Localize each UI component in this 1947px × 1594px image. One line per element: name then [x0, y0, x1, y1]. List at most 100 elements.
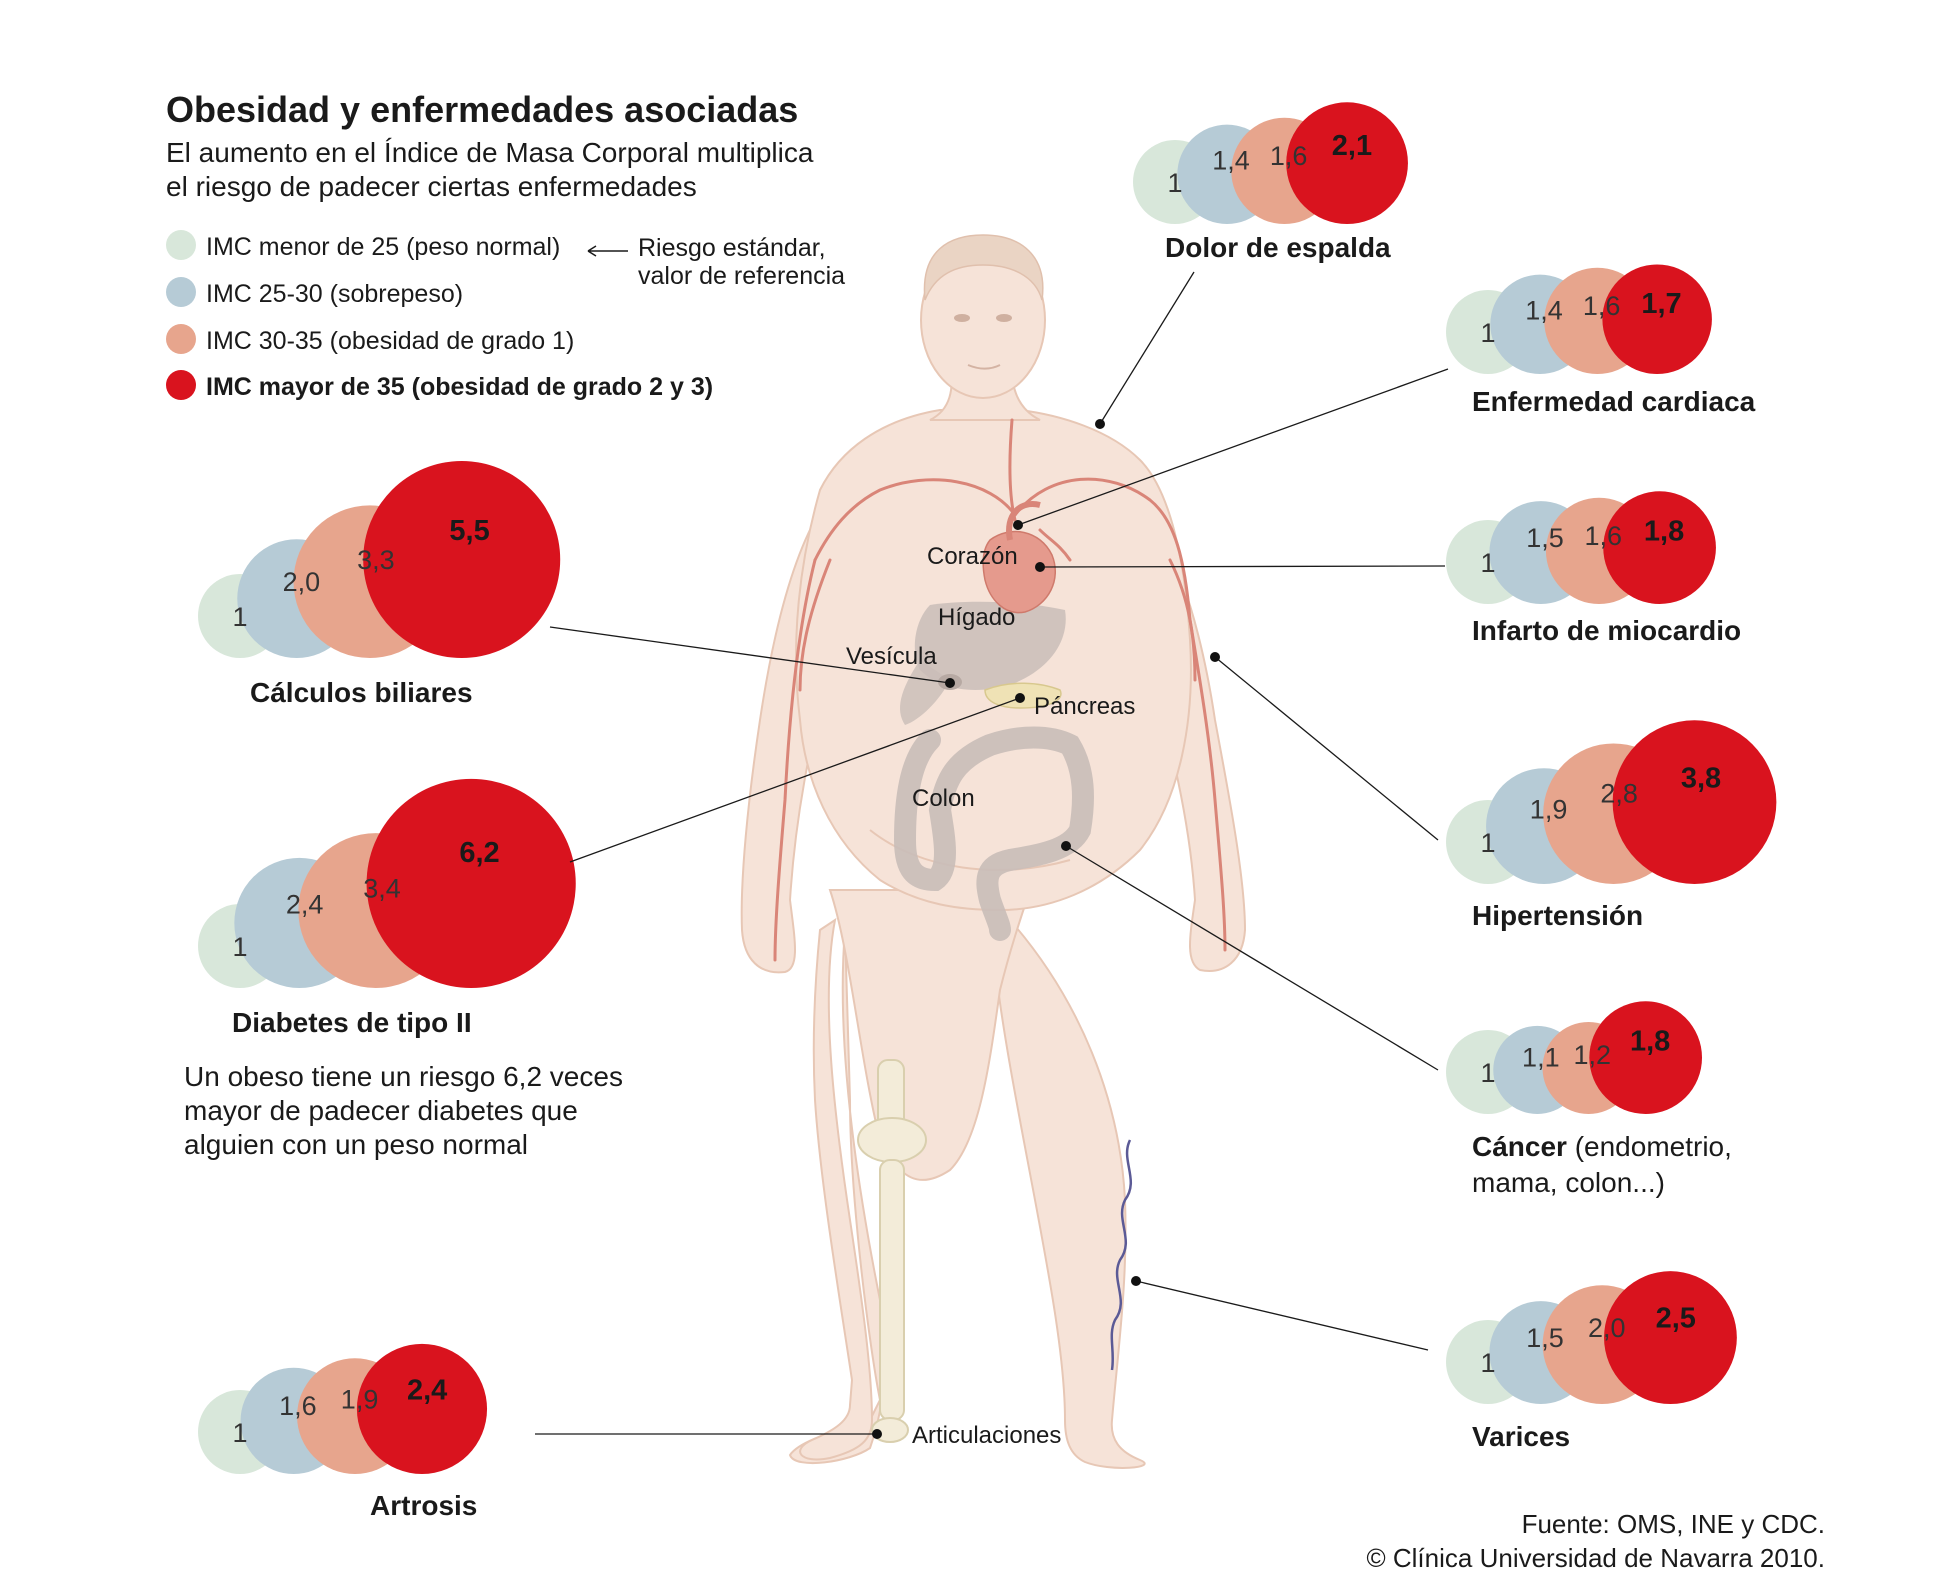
leader-dot-varices — [1131, 1276, 1141, 1286]
bubble-varices-obese23 — [1604, 1271, 1737, 1404]
reference-note-line-1: Riesgo estándar, — [638, 234, 826, 262]
legend-item-overweight: IMC 25-30 (sobrepeso) — [166, 277, 463, 308]
disease-label-hipertension: Hipertensión — [1472, 900, 1643, 931]
bubble-calculos-biliares-obese23 — [363, 461, 561, 658]
bubble-group-enfermedad-cardiaca: 1 1,4 1,6 1,7 — [1446, 264, 1712, 375]
leader-dot-diabetes-tipo-ii — [1015, 693, 1025, 703]
subtitle-line-2: el riesgo de padecer ciertas enfermedade… — [166, 171, 697, 202]
bubble-value-enfermedad-cardiaca-normal: 1 — [1480, 318, 1495, 348]
legend-swatch-obese-1 — [166, 324, 196, 354]
bubble-value-varices-obese1: 2,0 — [1588, 1313, 1626, 1343]
bubble-value-varices-normal: 1 — [1480, 1348, 1495, 1378]
bubble-value-infarto-de-miocardio-overweight: 1,5 — [1526, 523, 1564, 553]
bubble-group-varices: 1 1,5 2,0 2,5 — [1446, 1271, 1737, 1404]
bubble-cancer-obese23 — [1589, 1001, 1703, 1114]
disease-label-dolor-de-espalda: Dolor de espalda — [1165, 232, 1391, 263]
disease-label-enfermedad-cardiaca: Enfermedad cardiaca — [1472, 386, 1756, 417]
leader-dolor-de-espalda — [1099, 271, 1195, 425]
disease-label-diabetes-tipo-ii: Diabetes de tipo II — [232, 1007, 472, 1038]
bubble-value-dolor-de-espalda-obese1: 1,6 — [1270, 141, 1308, 171]
leader-infarto-de-miocardio — [1039, 565, 1446, 568]
reference-arrow — [587, 245, 628, 257]
bubble-value-diabetes-tipo-ii-obese23: 6,2 — [459, 837, 499, 869]
bubble-value-artrosis-obese23: 2,4 — [407, 1374, 447, 1406]
bubble-value-diabetes-tipo-ii-obese1: 3,4 — [363, 873, 401, 903]
leader-lines — [535, 271, 1449, 1439]
liver — [914, 601, 1066, 690]
bubble-value-infarto-de-miocardio-obese1: 1,6 — [1585, 521, 1623, 551]
disease-label-infarto-de-miocardio: Infarto de miocardio — [1472, 615, 1741, 646]
leader-dot-artrosis — [872, 1429, 882, 1439]
cancer-name: Cáncer — [1472, 1131, 1567, 1162]
bubble-value-infarto-de-miocardio-normal: 1 — [1480, 548, 1495, 578]
leader-diabetes-tipo-ii — [569, 697, 1021, 863]
leader-dot-cancer — [1061, 841, 1071, 851]
bubble-value-calculos-biliares-obese23: 5,5 — [449, 515, 489, 547]
bubble-group-diabetes-tipo-ii: 1 2,4 3,4 6,2 — [198, 778, 576, 989]
legend-item-normal: IMC menor de 25 (peso normal) — [166, 230, 560, 261]
disease-label-cancer-line-2: mama, colon...) — [1472, 1167, 1665, 1198]
leader-cancer — [1065, 845, 1439, 1071]
leader-dot-enfermedad-cardiaca — [1013, 520, 1023, 530]
disease-label-varices: Varices — [1472, 1421, 1570, 1452]
leader-hipertension — [1214, 656, 1439, 841]
bubble-value-cancer-obese23: 1,8 — [1630, 1026, 1670, 1058]
bubble-value-calculos-biliares-obese1: 3,3 — [357, 545, 395, 575]
left-leg — [788, 929, 886, 1465]
organ-label-higado: Hígado — [938, 604, 1015, 631]
diabetes-fact-line-1: Un obeso tiene un riesgo 6,2 veces — [184, 1061, 623, 1092]
bubble-value-dolor-de-espalda-normal: 1 — [1167, 168, 1182, 198]
legend-label-obese-2-3: IMC mayor de 35 (obesidad de grado 2 y 3… — [206, 373, 713, 401]
organ-label-colon: Colon — [912, 785, 975, 812]
bubble-value-enfermedad-cardiaca-obese23: 1,7 — [1641, 288, 1681, 320]
bubble-value-artrosis-overweight: 1,6 — [279, 1391, 317, 1421]
bubble-value-diabetes-tipo-ii-overweight: 2,4 — [286, 889, 324, 919]
hair — [923, 234, 1044, 301]
bubble-infarto-de-miocardio-obese23 — [1603, 491, 1716, 604]
mouth — [967, 364, 1001, 370]
leader-dot-dolor-de-espalda — [1095, 419, 1105, 429]
legend-item-obese-1: IMC 30-35 (obesidad de grado 1) — [166, 324, 574, 355]
bubble-value-hipertension-normal: 1 — [1480, 828, 1495, 858]
bubble-value-enfermedad-cardiaca-overweight: 1,4 — [1525, 295, 1563, 325]
right-eye — [996, 314, 1012, 322]
legend-swatch-normal — [166, 230, 196, 260]
bubble-value-artrosis-normal: 1 — [232, 1418, 247, 1448]
bubble-enfermedad-cardiaca-obese23 — [1602, 264, 1712, 374]
legend-label-overweight: IMC 25-30 (sobrepeso) — [206, 280, 463, 308]
bubble-value-enfermedad-cardiaca-obese1: 1,6 — [1583, 291, 1621, 321]
bubble-value-cancer-normal: 1 — [1480, 1058, 1495, 1088]
leader-dot-infarto-de-miocardio — [1035, 562, 1045, 572]
bubble-artrosis-obese23 — [356, 1343, 488, 1474]
left-eye — [954, 314, 970, 322]
right-leg-main — [993, 918, 1146, 1469]
bubble-diabetes-tipo-ii-obese23 — [366, 778, 576, 988]
left-leg-main — [799, 917, 874, 1461]
organ-label-pancreas: Páncreas — [1034, 693, 1135, 720]
page-title: Obesidad y enfermedades asociadas — [166, 89, 798, 130]
organ-label-articulaciones: Articulaciones — [912, 1422, 1061, 1449]
bubble-value-calculos-biliares-normal: 1 — [232, 602, 247, 632]
bubble-value-hipertension-overweight: 1,9 — [1530, 795, 1568, 825]
bubble-dolor-de-espalda-obese23 — [1286, 102, 1408, 224]
belly-fold — [869, 829, 1071, 871]
bubble-hipertension-obese23 — [1612, 720, 1777, 885]
subtitle-line-1: El aumento en el Índice de Masa Corporal… — [166, 137, 814, 168]
stomach-area — [900, 660, 950, 725]
bubble-value-artrosis-obese1: 1,9 — [341, 1385, 379, 1415]
disease-label-artrosis: Artrosis — [370, 1490, 477, 1521]
bubble-group-artrosis: 1 1,6 1,9 2,4 — [198, 1343, 488, 1475]
bubble-value-diabetes-tipo-ii-normal: 1 — [232, 932, 247, 962]
legend-swatch-overweight — [166, 277, 196, 307]
heart — [982, 530, 1057, 614]
source-line-1: Fuente: OMS, INE y CDC. — [1522, 1509, 1825, 1539]
bubble-value-varices-obese23: 2,5 — [1656, 1303, 1696, 1335]
bubble-value-cancer-obese1: 1,2 — [1573, 1040, 1611, 1070]
organ-label-corazon: Corazón — [927, 543, 1018, 570]
bubble-value-varices-overweight: 1,5 — [1526, 1323, 1564, 1353]
